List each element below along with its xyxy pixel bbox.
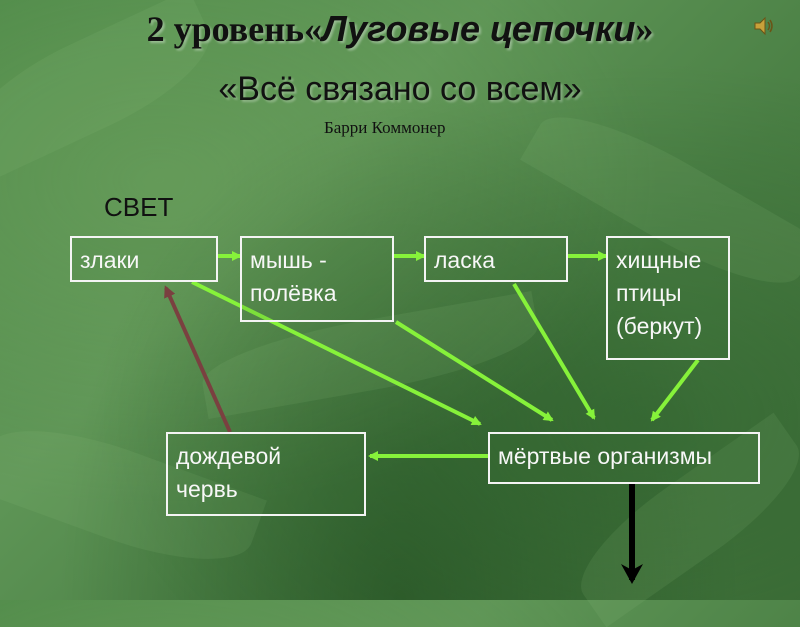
node-grass-label: злаки xyxy=(80,247,140,273)
title-suffix: » xyxy=(635,9,654,49)
node-dead-label: мёртвые организмы xyxy=(498,443,713,469)
slide-title: 2 уровень«Луговые цепочки» xyxy=(0,8,800,50)
node-weasel-label: ласка xyxy=(434,247,496,273)
node-weasel: ласка xyxy=(424,236,568,282)
node-birds-label-1: хищные xyxy=(616,247,702,273)
quote-author: Барри Коммонер xyxy=(324,118,446,137)
arrow-weasel-to-dead xyxy=(512,282,596,420)
node-worm-label-1: дождевой xyxy=(176,443,282,469)
node-earthworm: дождевой червь xyxy=(166,432,366,516)
node-mouse-label-1: мышь - xyxy=(250,247,327,273)
node-mouse: мышь - полёвка xyxy=(240,236,394,322)
slide-subtitle: «Всё связано со всем» xyxy=(218,70,582,108)
light-label: СВЕТ xyxy=(104,192,174,222)
node-worm-label-2: червь xyxy=(176,476,238,502)
arrow-birds-to-dead xyxy=(650,358,700,422)
node-predatory-birds: хищные птицы (беркут) xyxy=(606,236,730,360)
title-emphasis: Луговые цепочки xyxy=(321,8,636,49)
node-mouse-label-2: полёвка xyxy=(250,280,337,306)
arrow-worm-to-grass xyxy=(164,285,232,433)
speaker-icon[interactable] xyxy=(752,14,776,38)
title-prefix: 2 уровень« xyxy=(146,9,322,49)
node-dead-organisms: мёртвые организмы xyxy=(488,432,760,484)
food-chain-arrows xyxy=(164,251,700,584)
node-birds-label-2: птицы xyxy=(616,280,682,306)
node-birds-label-3: (беркут) xyxy=(616,313,703,339)
arrow-mouse-to-dead xyxy=(394,320,554,422)
node-grass: злаки xyxy=(70,236,218,282)
